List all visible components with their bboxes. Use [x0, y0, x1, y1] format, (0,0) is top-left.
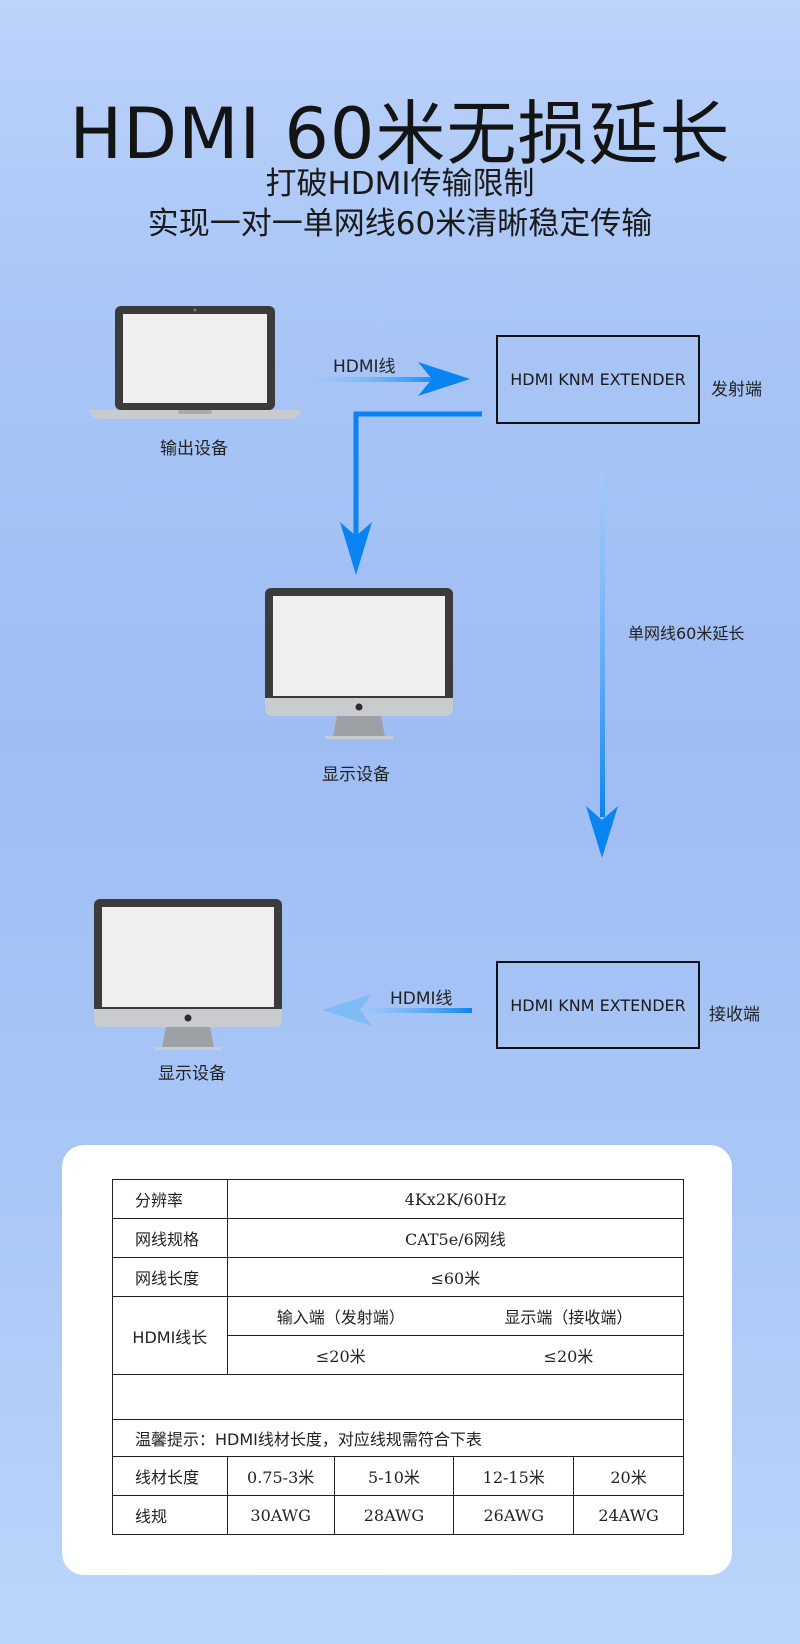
input-end-label: 输入端（发射端） — [226, 1296, 454, 1336]
wire-length-label: 线材长度 — [112, 1456, 228, 1496]
monitor-icon — [265, 588, 453, 739]
cable-length-value: ≤60米 — [226, 1257, 685, 1297]
network-arrow — [586, 472, 618, 858]
display-end-label: 显示端（接收端） — [453, 1296, 684, 1336]
arrow-to-display-1 — [340, 411, 482, 575]
gauge-cell: 24AWG — [573, 1495, 684, 1535]
wire-length-cell: 20米 — [573, 1456, 684, 1496]
cable-spec-label: 网线规格 — [112, 1218, 228, 1258]
table-row: 网线规格 CAT5e/6网线 — [112, 1218, 685, 1258]
table-row: ≤20米 ≤20米 — [113, 1335, 684, 1375]
gauge-cell: 28AWG — [333, 1495, 455, 1535]
network-extension-label: 单网线60米延长 — [628, 624, 745, 643]
arrow-to-display-2 — [322, 994, 472, 1026]
gauge-cell: 30AWG — [226, 1495, 335, 1535]
display-end-value: ≤20米 — [453, 1335, 684, 1375]
resolution-label: 分辨率 — [112, 1179, 228, 1219]
wire-length-cell: 0.75-3米 — [226, 1456, 335, 1496]
wire-length-cell: 5-10米 — [333, 1456, 455, 1496]
transmitter-label: 发射端 — [711, 380, 762, 400]
table-row: 温馨提示：HDMI线材长度，对应线规需符合下表 — [112, 1419, 684, 1457]
spec-card: 分辨率 4Kx2K/60Hz 网线规格 CAT5e/6网线 网线长度 ≤60米 … — [62, 1145, 732, 1575]
display-device-label-2: 显示设备 — [158, 1064, 226, 1084]
table-row: 分辨率 4Kx2K/60Hz — [112, 1179, 685, 1219]
resolution-value: 4Kx2K/60Hz — [226, 1179, 685, 1219]
arrow-to-transmitter — [300, 362, 470, 396]
empty-row — [112, 1374, 684, 1420]
display-device-label-1: 显示设备 — [322, 765, 390, 785]
subtitle-1: 打破HDMI传输限制 — [265, 166, 535, 202]
input-end-value: ≤20米 — [226, 1335, 454, 1375]
wire-length-cell: 12-15米 — [453, 1456, 575, 1496]
connection-arrows — [300, 362, 618, 1026]
table-row: 线材长度 0.75-3米 5-10米 12-15米 20米 — [112, 1456, 684, 1496]
spec-table: 分辨率 4Kx2K/60Hz 网线规格 CAT5e/6网线 网线长度 ≤60米 … — [112, 1179, 685, 1535]
table-row: HDMI线长 输入端（发射端） 显示端（接收端） — [112, 1296, 684, 1375]
receiver-label: 接收端 — [709, 1005, 760, 1025]
gauge-cell: 26AWG — [453, 1495, 575, 1535]
hdmi-cable-label-bottom: HDMI线 — [390, 989, 453, 1009]
output-device-label: 输出设备 — [160, 439, 228, 459]
table-row: 线规 30AWG 28AWG 26AWG 24AWG — [112, 1495, 684, 1535]
gauge-label: 线规 — [112, 1495, 228, 1535]
table-row — [112, 1374, 684, 1420]
cable-length-label: 网线长度 — [112, 1257, 228, 1297]
monitor-icon — [94, 899, 282, 1050]
receiver-box: HDMI KNM EXTENDER — [496, 961, 700, 1049]
page-title: HDMI 60米无损延长 — [69, 93, 731, 175]
hdmi-length-label: HDMI线长 — [112, 1296, 228, 1375]
transmitter-box: HDMI KNM EXTENDER — [496, 335, 700, 424]
subtitle-2: 实现一对一单网线60米清晰稳定传输 — [147, 206, 653, 242]
table-row: 网线长度 ≤60米 — [112, 1257, 685, 1297]
hdmi-cable-label-top: HDMI线 — [333, 357, 396, 377]
cable-spec-value: CAT5e/6网线 — [226, 1218, 685, 1258]
laptop-icon — [88, 306, 302, 419]
tip-note: 温馨提示：HDMI线材长度，对应线规需符合下表 — [112, 1419, 684, 1457]
